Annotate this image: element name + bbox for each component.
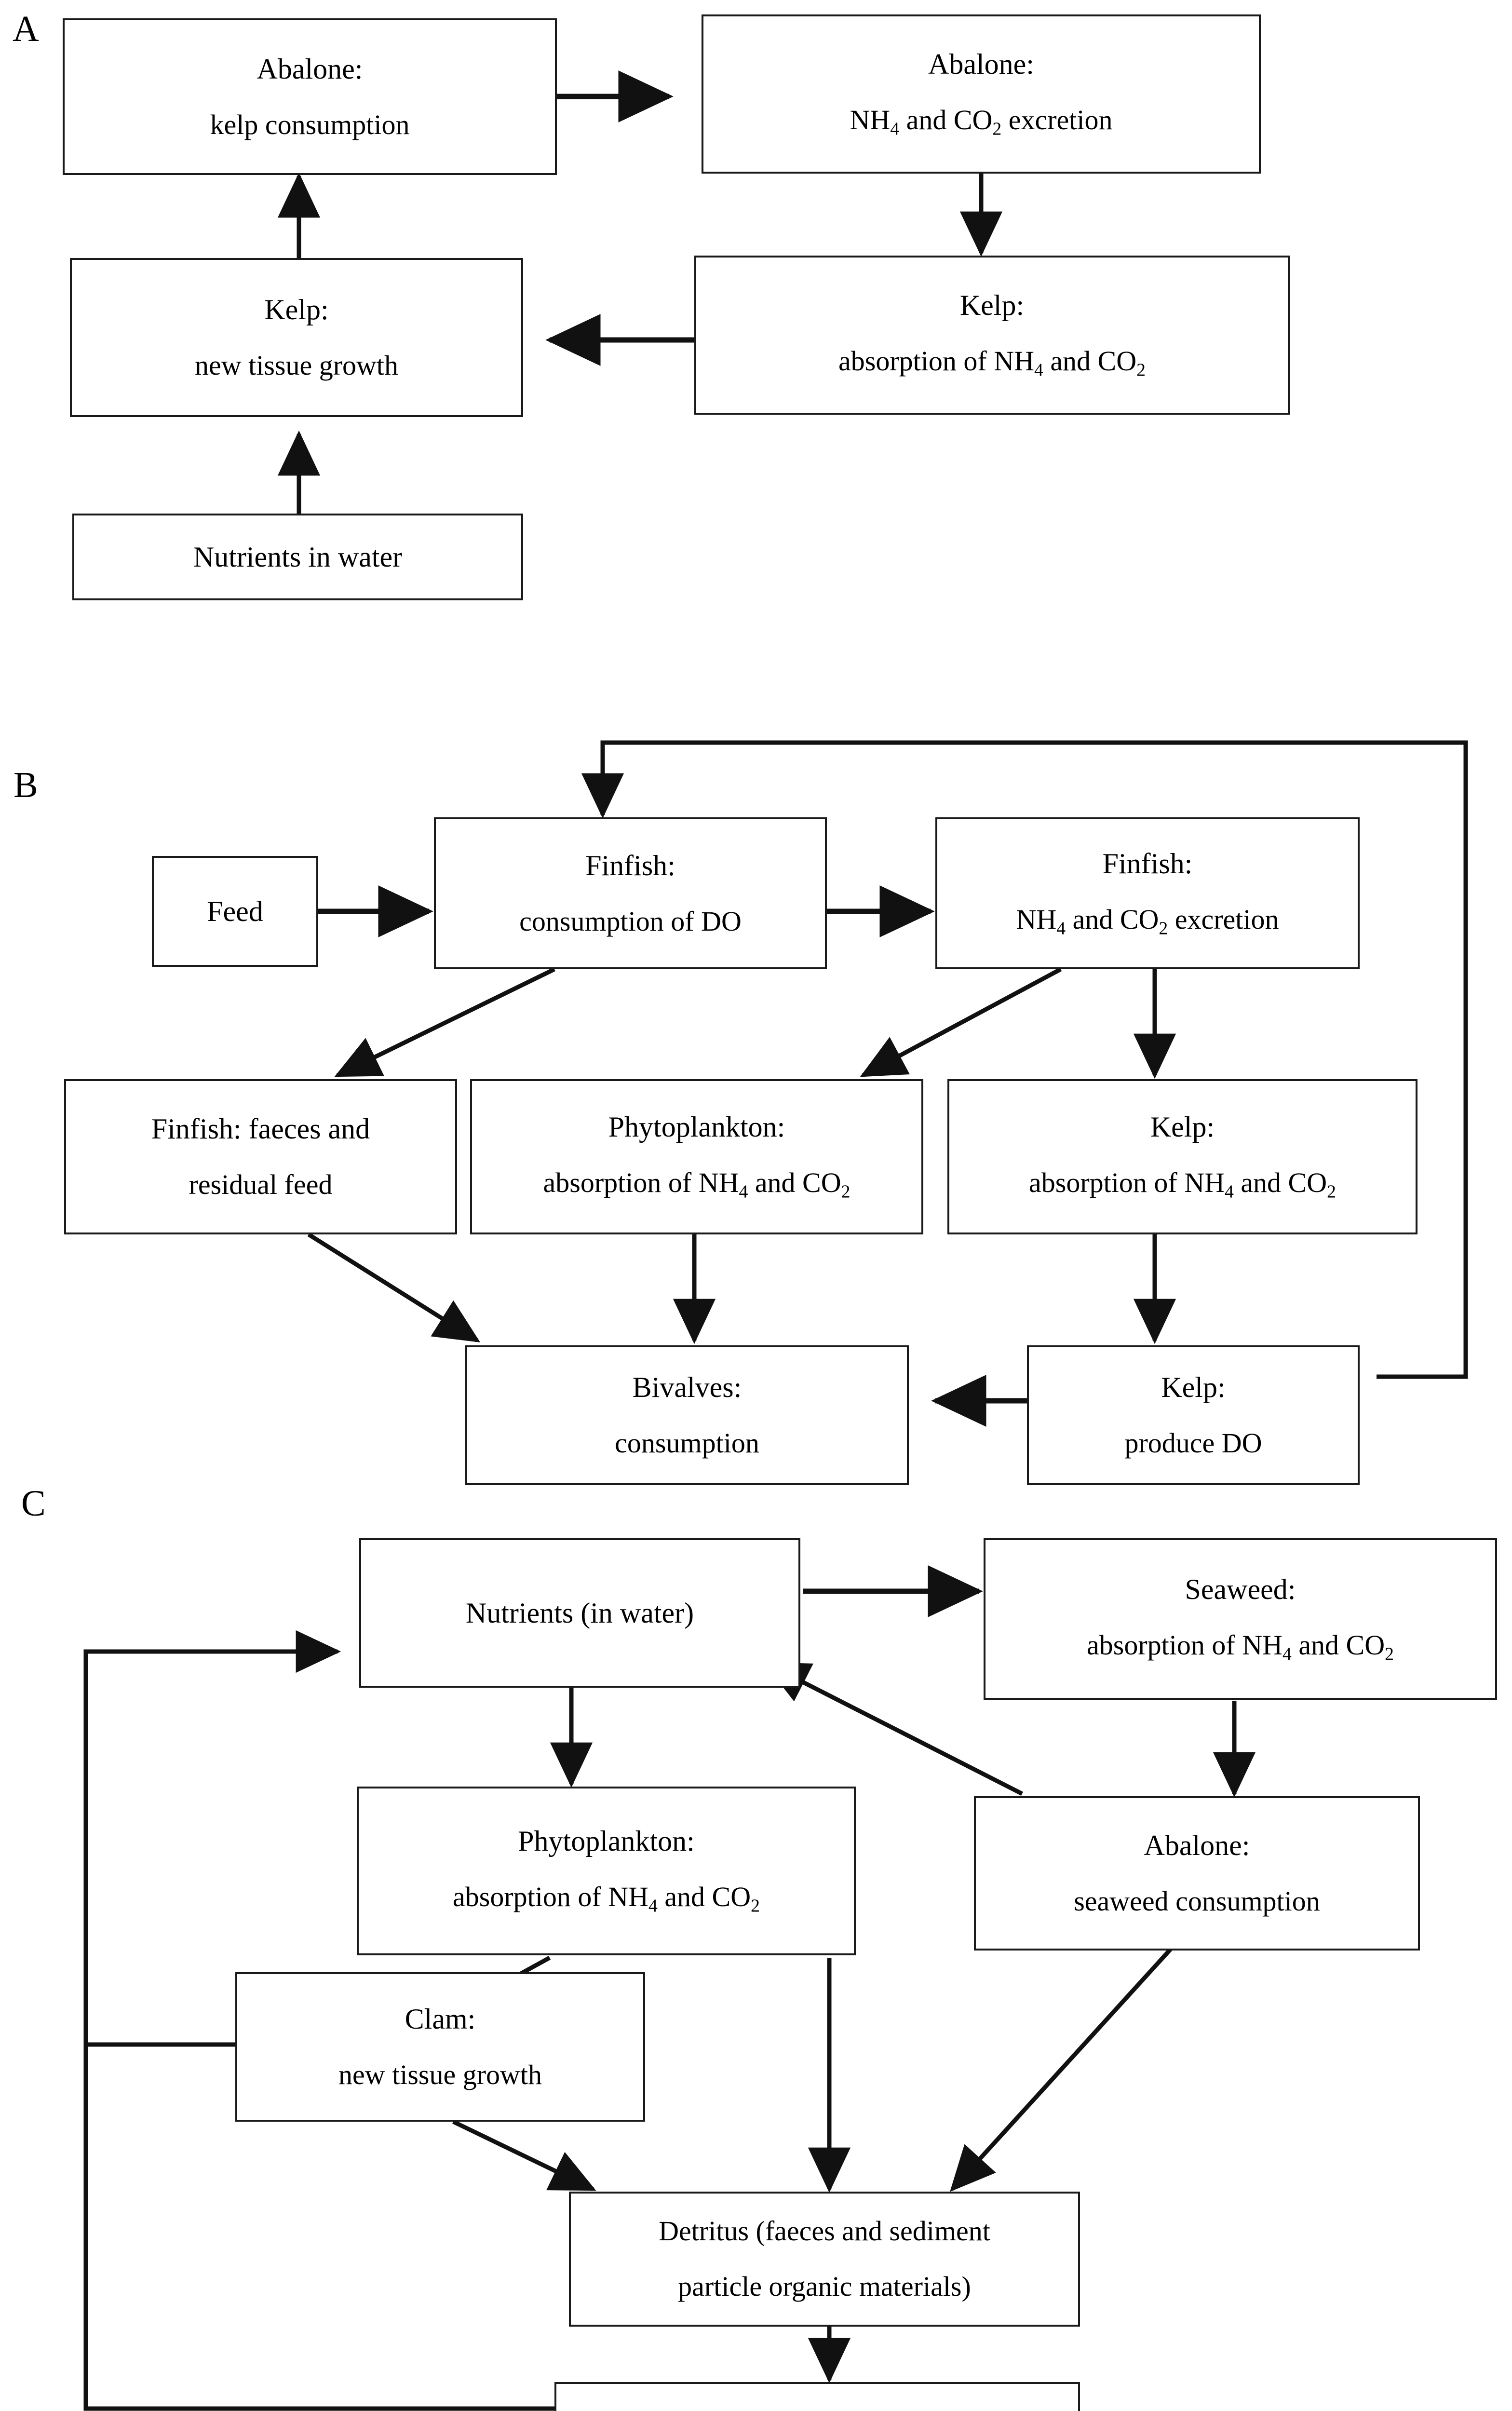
node-line-2: absorption of NH4 and CO2 <box>543 1167 850 1202</box>
panel-label-c: C <box>21 1483 46 1524</box>
node-line-2: absorption of NH4 and CO2 <box>1029 1167 1336 1202</box>
node-finfish-faeces-residual-feed[interactable]: Finfish: faeces and residual feed <box>64 1079 457 1234</box>
node-line-1: Abalone: <box>256 53 363 85</box>
node-line-1: Abalone: <box>1144 1829 1250 1862</box>
node-line-2: residual feed <box>189 1169 333 1201</box>
node-line-1: Kelp: <box>1150 1111 1215 1143</box>
node-line-1: Clam: <box>405 2003 476 2035</box>
node-feed[interactable]: Feed <box>152 856 318 967</box>
node-line-1: Nutrients (in water) <box>465 1597 694 1629</box>
node-line-2: absorption of NH4 and CO2 <box>1087 1629 1394 1664</box>
node-kelp-absorption[interactable]: Kelp: absorption of NH4 and CO2 <box>694 256 1290 415</box>
node-phytoplankton-absorption-c[interactable]: Phytoplankton: absorption of NH4 and CO2 <box>357 1787 856 1955</box>
node-bivalves-consumption[interactable]: Bivalves: consumption <box>465 1345 909 1485</box>
node-line-2: kelp consumption <box>210 108 410 140</box>
node-line-2: seaweed consumption <box>1074 1885 1320 1917</box>
node-line-1: Seaweed: <box>1185 1573 1296 1605</box>
node-line-2: new tissue growth <box>338 2059 542 2091</box>
node-line-1: Nutrients in water <box>193 541 403 573</box>
node-line-1: Detritus (faeces and sediment <box>659 2215 990 2247</box>
node-line-2: absorption of NH4 and CO2 <box>453 1881 760 1916</box>
node-line-2: produce DO <box>1124 1427 1262 1459</box>
node-line-1: Abalone: <box>928 48 1034 81</box>
node-line-2: new tissue growth <box>194 350 399 381</box>
node-line-1: Phytoplankton: <box>518 1825 695 1857</box>
node-kelp-produce-do[interactable]: Kelp: produce DO <box>1027 1345 1360 1485</box>
node-line-2: consumption <box>615 1427 759 1459</box>
node-seaweed-absorption[interactable]: Seaweed: absorption of NH4 and CO2 <box>984 1538 1497 1700</box>
node-line-1: Finfish: <box>1102 847 1193 880</box>
node-line-1: Phytoplankton: <box>608 1111 785 1143</box>
node-kelp-new-tissue-growth[interactable]: Kelp: new tissue growth <box>70 258 523 417</box>
edge-b2-b4 <box>334 967 555 1078</box>
node-line-2: NH4 and CO2 excretion <box>850 104 1113 139</box>
node-line-1: Kelp: <box>1161 1371 1226 1404</box>
node-abalone-kelp-consumption[interactable]: Abalone: kelp consumption <box>63 18 557 175</box>
node-line-1: Bivalves: <box>632 1371 742 1404</box>
node-line-1: Kelp: <box>959 289 1025 322</box>
node-nutrients-in-water[interactable]: Nutrients in water <box>72 514 523 600</box>
node-nutrients-in-water-c[interactable]: Nutrients (in water) <box>359 1538 800 1688</box>
panel-label-a: A <box>13 9 39 49</box>
node-line-2: consumption of DO <box>519 905 742 937</box>
node-abalone-seaweed-consumption[interactable]: Abalone: seaweed consumption <box>974 1796 1420 1950</box>
node-line-1: Finfish: <box>585 849 675 881</box>
node-finfish-consumption-do[interactable]: Finfish: consumption of DO <box>434 817 827 969</box>
edge-c4-c6 <box>950 1946 1174 2192</box>
edge-b4-b7 <box>307 1233 481 1342</box>
node-sea-cucumber-detritus-consumption[interactable]: Sea cucumber: detritus consumption <box>554 2382 1080 2411</box>
node-line-2: absorption of NH4 and CO2 <box>838 345 1146 380</box>
node-line-2: particle organic materials) <box>678 2271 971 2302</box>
node-phytoplankton-absorption[interactable]: Phytoplankton: absorption of NH4 and CO2 <box>470 1079 923 1234</box>
edge-b3-b5 <box>860 967 1062 1077</box>
node-finfish-excretion[interactable]: Finfish: NH4 and CO2 excretion <box>935 817 1360 969</box>
node-line-2: NH4 and CO2 excretion <box>1016 903 1279 938</box>
node-clam-new-tissue-growth[interactable]: Clam: new tissue growth <box>235 1972 645 2122</box>
panel-label-b: B <box>14 765 38 805</box>
node-abalone-excretion[interactable]: Abalone: NH4 and CO2 excretion <box>702 14 1261 174</box>
node-line-1: Kelp: <box>264 294 329 326</box>
node-detritus[interactable]: Detritus (faeces and sediment particle o… <box>569 2192 1080 2327</box>
edge-c5-c6 <box>452 2119 596 2192</box>
node-kelp-absorption-b[interactable]: Kelp: absorption of NH4 and CO2 <box>947 1079 1418 1234</box>
node-line-1: Feed <box>207 895 263 927</box>
node-line-1: Finfish: faeces and <box>151 1113 370 1145</box>
